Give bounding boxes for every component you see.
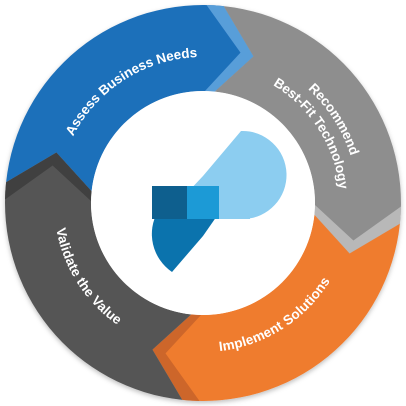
cycle-segment-edge-validate (5, 152, 92, 201)
cycle-segment-edge-implement (152, 314, 201, 401)
cycle-segment-validate (5, 152, 192, 400)
cycle-segment-assess (6, 5, 254, 192)
cycle-segment-implement (152, 214, 400, 401)
cycle-segment-edge-assess (205, 5, 254, 92)
pinwheel-logo-icon (151, 130, 287, 272)
cycle-segment-edge-recommend (314, 205, 401, 254)
cycle-segment-recommend (214, 6, 401, 254)
